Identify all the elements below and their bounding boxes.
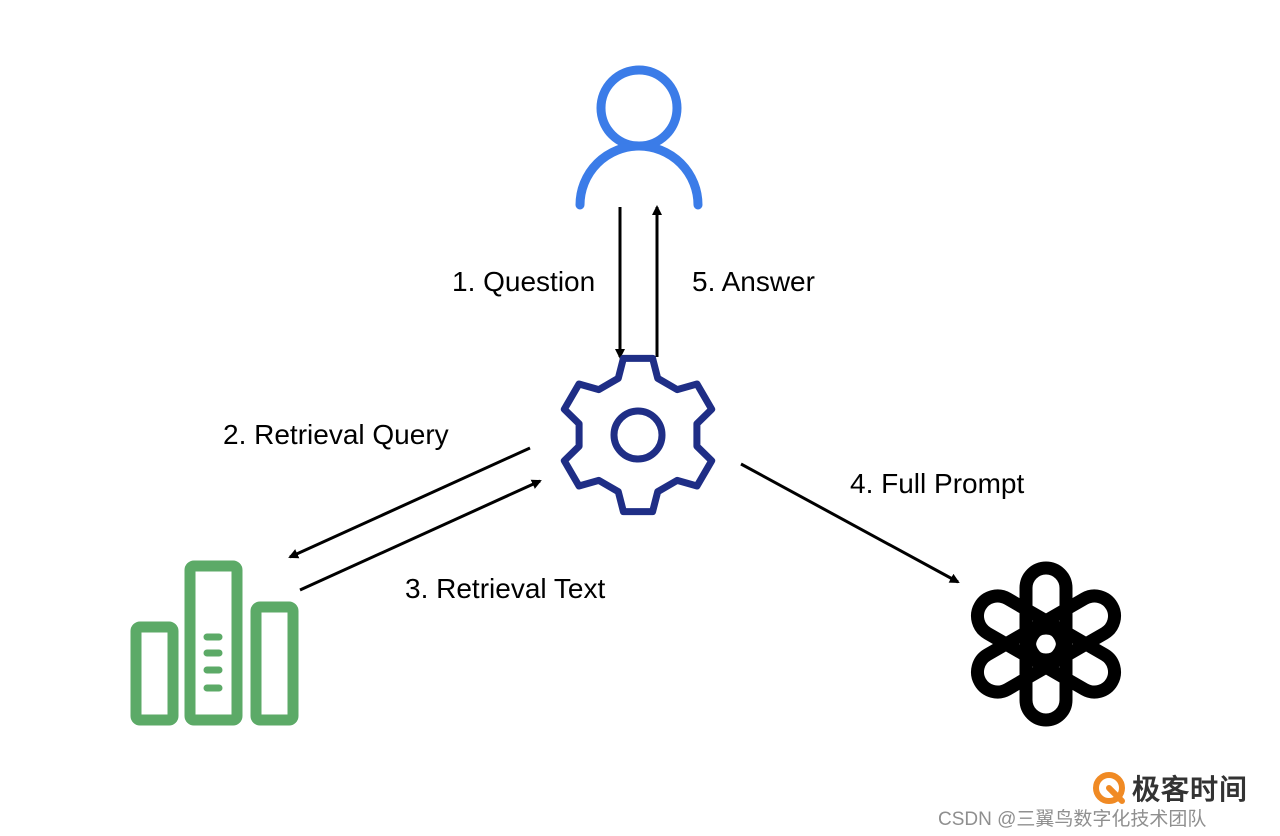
step-answer-label: 5. Answer (692, 266, 815, 297)
step-question-label: 1. Question (452, 266, 596, 297)
step-retrieval-text-label: 3. Retrieval Text (405, 573, 606, 604)
gear-icon (560, 354, 716, 516)
full-prompt-arrow (740, 462, 960, 584)
step-full-prompt-label: 4. Full Prompt (850, 468, 1025, 499)
brand-name: 极客时间 (1132, 774, 1249, 805)
brand-logo: 极客时间 (1092, 768, 1248, 808)
retrieval-query-arrow (288, 446, 531, 559)
step-retrieval-query-label: 2. Retrieval Query (223, 419, 449, 450)
watermark: CSDN @三翼鸟数字化技术团队 (938, 809, 1207, 830)
logo-link (971, 589, 1070, 669)
openai-logo-icon (971, 561, 1121, 727)
user-icon (575, 65, 703, 210)
brand-mark-icon (1093, 772, 1125, 804)
database-icon (130, 560, 299, 726)
retrieval-text-arrow (299, 479, 542, 592)
